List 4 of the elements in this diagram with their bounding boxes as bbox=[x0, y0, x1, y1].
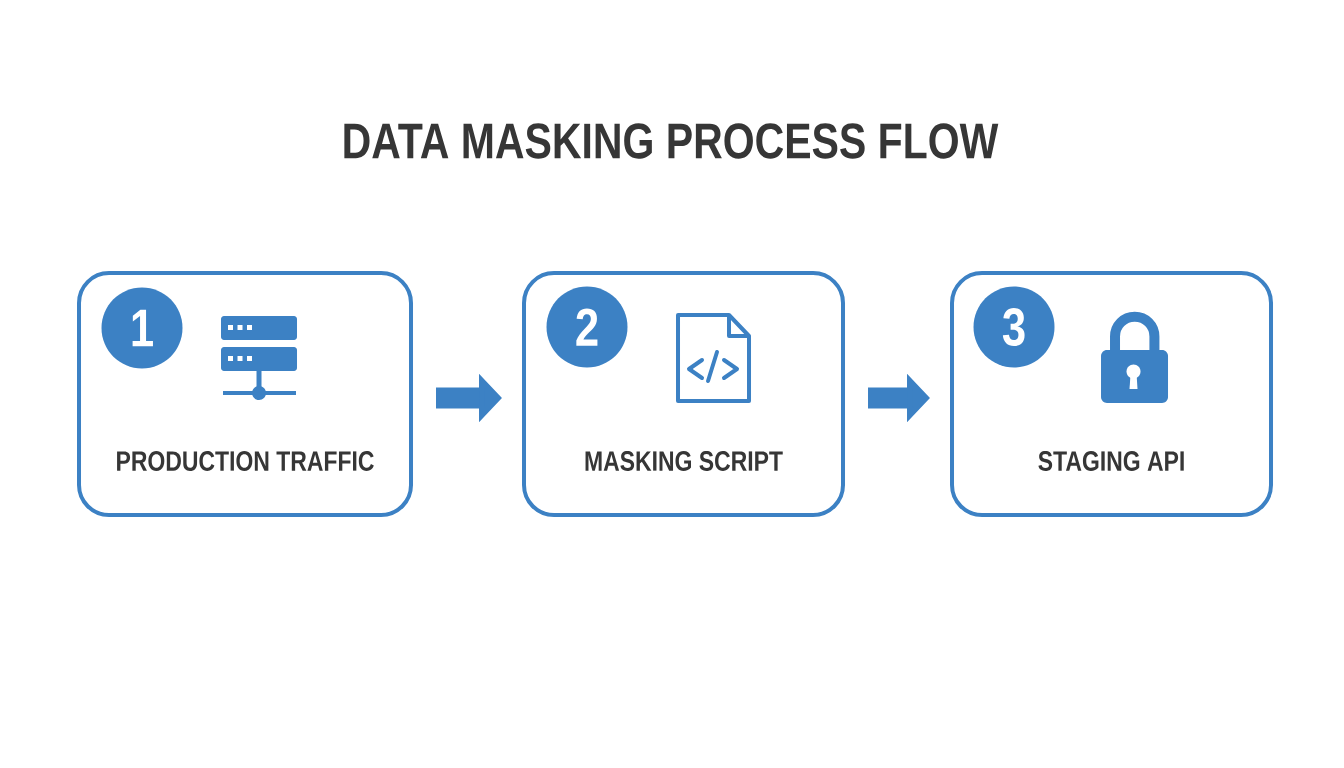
title: DATA MASKING PROCESS FLOW bbox=[344, 123, 999, 159]
step-number-badge: 3 bbox=[973, 286, 1055, 368]
step-number-badge: 1 bbox=[101, 287, 183, 369]
step-number-badge: 2 bbox=[546, 286, 628, 368]
